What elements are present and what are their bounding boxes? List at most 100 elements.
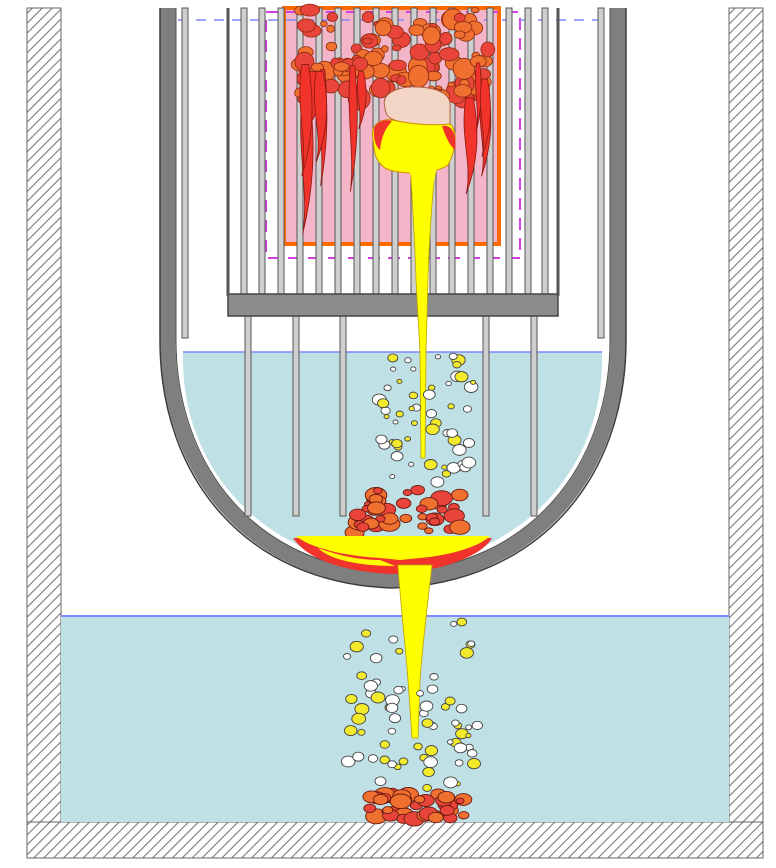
debris-particle [399, 513, 413, 523]
melt-drip [299, 64, 313, 177]
steam-bubble [395, 410, 404, 418]
steam-bubble [385, 702, 399, 714]
steam-bubble [445, 380, 452, 387]
debris-chunk [439, 31, 453, 46]
steam-bubbles-plenum [371, 352, 479, 488]
guide-tube [530, 315, 538, 517]
debris-chunk [388, 59, 407, 72]
lower-head-yellow-streak [318, 548, 395, 566]
steam-bubble [410, 420, 418, 426]
steam-bubble [377, 398, 390, 409]
steam-bubble [416, 690, 425, 697]
steam-bubble [357, 728, 366, 736]
steam-bubble [387, 727, 397, 735]
lower-support-plate [226, 8, 560, 317]
steam-bubble [422, 766, 435, 778]
steam-bubble [424, 745, 439, 757]
debris-chunk [299, 3, 320, 17]
debris-particle [449, 519, 471, 535]
debris-particle [436, 505, 448, 514]
debris-chunk [453, 30, 466, 39]
steam-bubble [452, 360, 462, 369]
lower-head-melt-pool [293, 536, 492, 574]
steam-bubble [422, 389, 436, 400]
floor [26, 821, 764, 859]
steam-bubble [369, 652, 383, 664]
steam-bubble [387, 760, 397, 769]
debris-chunk [326, 12, 338, 22]
guide-tube [292, 315, 300, 517]
steam-bubble [375, 434, 388, 445]
steam-bubble [441, 470, 452, 478]
steam-bubble [404, 357, 412, 364]
steam-bubble [391, 438, 403, 449]
steam-bubble [440, 703, 450, 711]
steam-bubble [393, 685, 404, 695]
debris-chunk [333, 61, 350, 72]
steam-bubble [363, 680, 378, 692]
debris-chunk [453, 84, 472, 98]
fuel-rod [240, 7, 248, 295]
steam-bubble [425, 409, 437, 419]
steam-bubble [451, 719, 460, 727]
fuel-rod [505, 7, 513, 295]
fuel-rod [541, 7, 549, 295]
steam-bubble [408, 461, 415, 467]
steam-bubble [392, 419, 399, 425]
steam-bubble [387, 353, 399, 363]
debris-particle [389, 793, 412, 810]
fuel-rod [334, 7, 342, 295]
debris-particle [450, 488, 469, 502]
steam-bubble [452, 444, 467, 456]
steam-bubble [367, 754, 379, 763]
steam-bubble [351, 712, 367, 725]
steam-bubble [426, 684, 439, 694]
steam-bubble [462, 405, 472, 413]
steam-bubble [446, 428, 458, 438]
steam-bubble [450, 620, 458, 627]
debris-chunk [408, 24, 425, 37]
debris-particle [375, 515, 386, 523]
steam-bubble [456, 617, 468, 627]
steam-bubble [444, 696, 456, 706]
steam-bubble [428, 384, 436, 391]
lower-head-yellow-layer [296, 536, 490, 560]
debris-particle [458, 811, 470, 820]
steam-bubble [408, 391, 419, 400]
steam-bubble [448, 352, 458, 361]
debris-particle [455, 797, 465, 805]
debris-particle [424, 527, 434, 535]
steam-bubble [471, 720, 483, 730]
debris-chunk [396, 75, 407, 85]
debris-chunk [362, 37, 373, 45]
steam-bubble [455, 703, 468, 714]
steam-bubble [461, 456, 477, 469]
debris-particle [363, 803, 377, 813]
debris-chunk [310, 62, 324, 72]
fuel-rod [277, 7, 285, 295]
support-plate [227, 293, 559, 317]
steam-bubble [340, 755, 356, 768]
steam-bubble [410, 366, 417, 372]
steam-bubble [388, 635, 399, 644]
steam-bubble [441, 464, 448, 470]
debris-chunk [320, 20, 328, 27]
steam-bubble [374, 776, 387, 787]
guide-tube [482, 315, 490, 517]
steam-bubble [467, 640, 476, 647]
steam-bubble [465, 724, 473, 731]
steam-bubble [430, 476, 445, 488]
debris-chunk [325, 41, 338, 52]
debris-particle [372, 793, 389, 806]
steam-bubble [454, 759, 464, 767]
debris-chunk [352, 56, 369, 72]
ex-vessel-debris-bed [362, 787, 473, 827]
steam-bubble [404, 436, 412, 442]
steam-bubble [383, 414, 390, 420]
core-melt-pool [371, 86, 456, 174]
steam-bubble [349, 640, 364, 653]
steam-bubble [343, 725, 358, 737]
debris-chunk [453, 12, 466, 23]
steam-bubble [421, 718, 434, 728]
steam-bubble [446, 739, 454, 745]
